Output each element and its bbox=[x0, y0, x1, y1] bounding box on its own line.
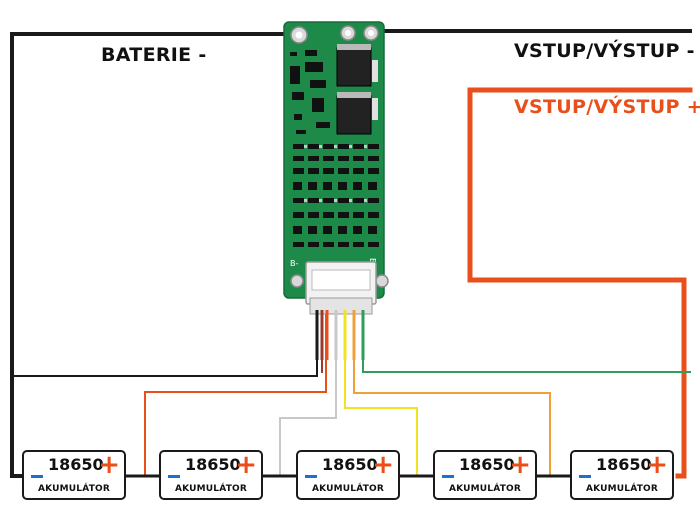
battery-caption: AKUMULÁTOR bbox=[174, 484, 248, 494]
battery-caption: AKUMULÁTOR bbox=[448, 484, 522, 494]
battery-caption: AKUMULÁTOR bbox=[311, 484, 385, 494]
battery-caption: AKUMULÁTOR bbox=[37, 484, 111, 494]
label-battery-minus: BATERIE - bbox=[101, 44, 207, 66]
wire-io-plus bbox=[467, 87, 693, 479]
battery-model: 18650 bbox=[596, 455, 652, 474]
wire-battery-minus bbox=[10, 32, 298, 478]
label-io-minus: VSTUP/VÝSTUP - bbox=[514, 40, 695, 62]
wire-green-balance bbox=[362, 314, 691, 373]
battery-caption: AKUMULÁTOR bbox=[585, 484, 659, 494]
minus-icon bbox=[31, 475, 43, 478]
wire-yellow-balance bbox=[344, 314, 418, 477]
battery-model: 18650 bbox=[322, 455, 378, 474]
minus-icon bbox=[442, 475, 454, 478]
battery-cell-3: 18650 + AKUMULÁTOR bbox=[296, 450, 400, 500]
minus-icon bbox=[579, 475, 591, 478]
board-marking-b-minus: B- bbox=[290, 259, 298, 268]
plus-icon: + bbox=[98, 450, 120, 480]
battery-cell-5: 18650 + AKUMULÁTOR bbox=[570, 450, 674, 500]
minus-icon bbox=[305, 475, 317, 478]
wire-black-balance bbox=[11, 314, 318, 377]
plus-icon: + bbox=[646, 450, 668, 480]
battery-model: 18650 bbox=[459, 455, 515, 474]
battery-cell-1: 18650 + AKUMULÁTOR bbox=[22, 450, 126, 500]
battery-model: 18650 bbox=[185, 455, 241, 474]
label-io-plus: VSTUP/VÝSTUP + bbox=[514, 96, 700, 118]
battery-model: 18650 bbox=[48, 455, 104, 474]
bms-board: B- B+ bbox=[283, 21, 389, 315]
plus-icon: + bbox=[235, 450, 257, 480]
minus-icon bbox=[168, 475, 180, 478]
battery-cell-4: 18650 + AKUMULÁTOR bbox=[433, 450, 537, 500]
mosfet-2 bbox=[336, 95, 372, 135]
plus-icon: + bbox=[509, 450, 531, 480]
battery-cell-2: 18650 + AKUMULÁTOR bbox=[159, 450, 263, 500]
mosfet-1 bbox=[336, 47, 372, 87]
plus-icon: + bbox=[372, 450, 394, 480]
